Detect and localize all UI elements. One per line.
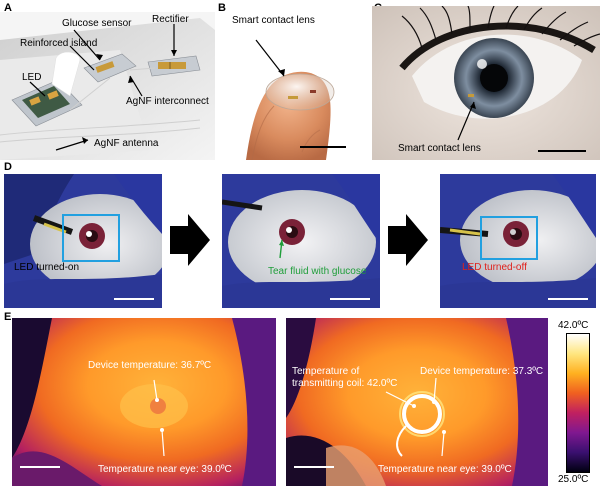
label-device-temp-right: Device temperature: 37.3ºC xyxy=(420,366,544,377)
panel-b-letter: B xyxy=(218,2,226,14)
rectifier-island xyxy=(147,55,201,77)
scale-bar-e1 xyxy=(20,466,60,468)
label-coil-temp-line2: transmitting coil: 42.0ºC xyxy=(292,378,398,389)
rabbit-frame-led-off: LED turned-off xyxy=(440,174,596,308)
label-eye-temp-right: Temperature near eye: 39.0ºC xyxy=(378,464,512,475)
thermal-image-without-coil: Device temperature: 36.7ºC Temperature n… xyxy=(12,318,276,486)
rabbit-frame-led-on: LED turned-on xyxy=(4,174,162,308)
label-rectifier: Rectifier xyxy=(152,14,189,25)
temperature-colorbar xyxy=(566,333,590,473)
led-glow-icon xyxy=(51,51,81,97)
panel-a-letter: A xyxy=(4,2,12,14)
label-device-temp-left: Device temperature: 36.7ºC xyxy=(88,360,212,371)
label-smart-contact-lens-b: Smart contact lens xyxy=(232,15,315,26)
scale-bar-d3 xyxy=(548,298,588,300)
colorbar-min-label: 25.0ºC xyxy=(558,474,589,485)
scale-bar-c xyxy=(538,150,586,152)
label-agnf-antenna: AgNF antenna xyxy=(94,138,159,149)
highlight-box-3 xyxy=(480,216,538,260)
eye-photo xyxy=(372,6,600,160)
scale-bar-d1 xyxy=(114,298,154,300)
thermal-image-with-coil: Temperature of transmitting coil: 42.0ºC… xyxy=(286,318,548,486)
highlight-box-1 xyxy=(62,214,120,262)
scale-bar-e2 xyxy=(294,466,334,468)
label-coil-temp-line1: Temperature of xyxy=(292,366,360,377)
device-schematic xyxy=(0,12,215,160)
finger-photo xyxy=(216,12,366,160)
panel-d-letter: D xyxy=(4,161,12,173)
transmitting-coil-hotspot xyxy=(402,394,442,434)
label-reinforced-island: Reinforced island xyxy=(20,38,98,49)
label-eye-temp-left: Temperature near eye: 39.0ºC xyxy=(98,464,232,475)
label-agnf-interconnect: AgNF interconnect xyxy=(126,96,209,107)
label-led-turned-on: LED turned-on xyxy=(14,262,80,273)
scale-bar-b xyxy=(300,146,346,148)
label-smart-contact-lens-c: Smart contact lens xyxy=(398,143,481,154)
arrow-right-icon xyxy=(388,214,428,266)
label-glucose-sensor: Glucose sensor xyxy=(62,18,132,29)
label-led: LED xyxy=(22,72,42,83)
contact-lens-on-finger xyxy=(265,73,335,111)
scale-bar-d2 xyxy=(330,298,370,300)
panel-e-letter: E xyxy=(4,311,12,323)
rabbit-frame-tear-fluid: Tear fluid with glucose xyxy=(222,174,380,308)
label-led-turned-off: LED turned-off xyxy=(462,262,527,273)
glucose-sensor-island xyxy=(83,53,137,83)
arrow-right-icon xyxy=(170,214,210,266)
label-tear-fluid: Tear fluid with glucose xyxy=(268,266,367,277)
colorbar-max-label: 42.0ºC xyxy=(558,320,589,331)
